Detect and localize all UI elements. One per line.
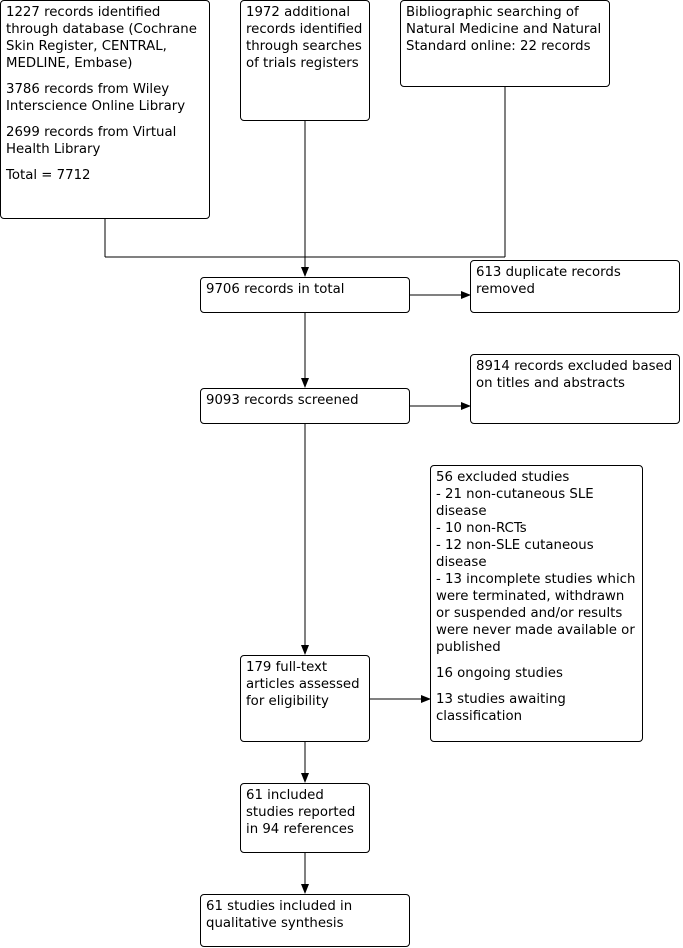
duplicates-removed-text: 613 duplicate records removed bbox=[476, 265, 621, 297]
bibliographic-records-text: Bibliographic searching of Natural Medic… bbox=[406, 5, 602, 54]
records-screened-text: 9093 records screened bbox=[206, 393, 359, 408]
fulltext-assessed-text: 179 full-text articles assessed for elig… bbox=[246, 660, 360, 709]
included-studies-text: 61 included studies reported in 94 refer… bbox=[246, 788, 356, 837]
duplicates-removed-box: 613 duplicate records removed bbox=[470, 260, 680, 313]
excluded-studies-heading: 56 excluded studies bbox=[436, 470, 570, 485]
bibliographic-records-box: Bibliographic searching of Natural Medic… bbox=[400, 0, 610, 87]
ongoing-studies-text: 16 ongoing studies bbox=[436, 666, 563, 681]
wiley-records-text: 3786 records from Wiley Interscience Onl… bbox=[6, 82, 186, 114]
qualitative-synthesis-box: 61 studies included in qualitative synth… bbox=[200, 894, 410, 947]
awaiting-classification-text: 13 studies awaiting classification bbox=[436, 692, 566, 724]
excluded-reason-item: - 12 non-SLE cutaneous disease bbox=[436, 538, 594, 570]
registers-records-text: 1972 additional records identified throu… bbox=[246, 5, 363, 71]
records-total-box: 9706 records in total bbox=[200, 277, 410, 313]
records-total-text: 9706 records in total bbox=[206, 282, 345, 297]
included-studies-box: 61 included studies reported in 94 refer… bbox=[240, 783, 370, 853]
excluded-reason-item: - 13 incomplete studies which were termi… bbox=[436, 572, 636, 655]
records-excluded-box: 8914 records excluded based on titles an… bbox=[470, 354, 680, 424]
excluded-reason-item: - 10 non-RCTs bbox=[436, 521, 527, 536]
excluded-reason-item: - 21 non-cutaneous SLE disease bbox=[436, 487, 594, 519]
records-excluded-text: 8914 records excluded based on titles an… bbox=[476, 359, 673, 391]
database-records-box: 1227 records identified through database… bbox=[0, 0, 210, 219]
database-total-text: Total = 7712 bbox=[6, 168, 91, 183]
excluded-studies-list: 56 excluded studies - 21 non-cutaneous S… bbox=[436, 469, 638, 656]
vhl-records-text: 2699 records from Virtual Health Library bbox=[6, 125, 177, 157]
excluded-studies-box: 56 excluded studies - 21 non-cutaneous S… bbox=[430, 465, 643, 742]
fulltext-assessed-box: 179 full-text articles assessed for elig… bbox=[240, 655, 370, 742]
registers-records-box: 1972 additional records identified throu… bbox=[240, 0, 370, 121]
database-records-text: 1227 records identified through database… bbox=[6, 5, 197, 71]
qualitative-synthesis-text: 61 studies included in qualitative synth… bbox=[206, 899, 353, 931]
records-screened-box: 9093 records screened bbox=[200, 388, 410, 424]
